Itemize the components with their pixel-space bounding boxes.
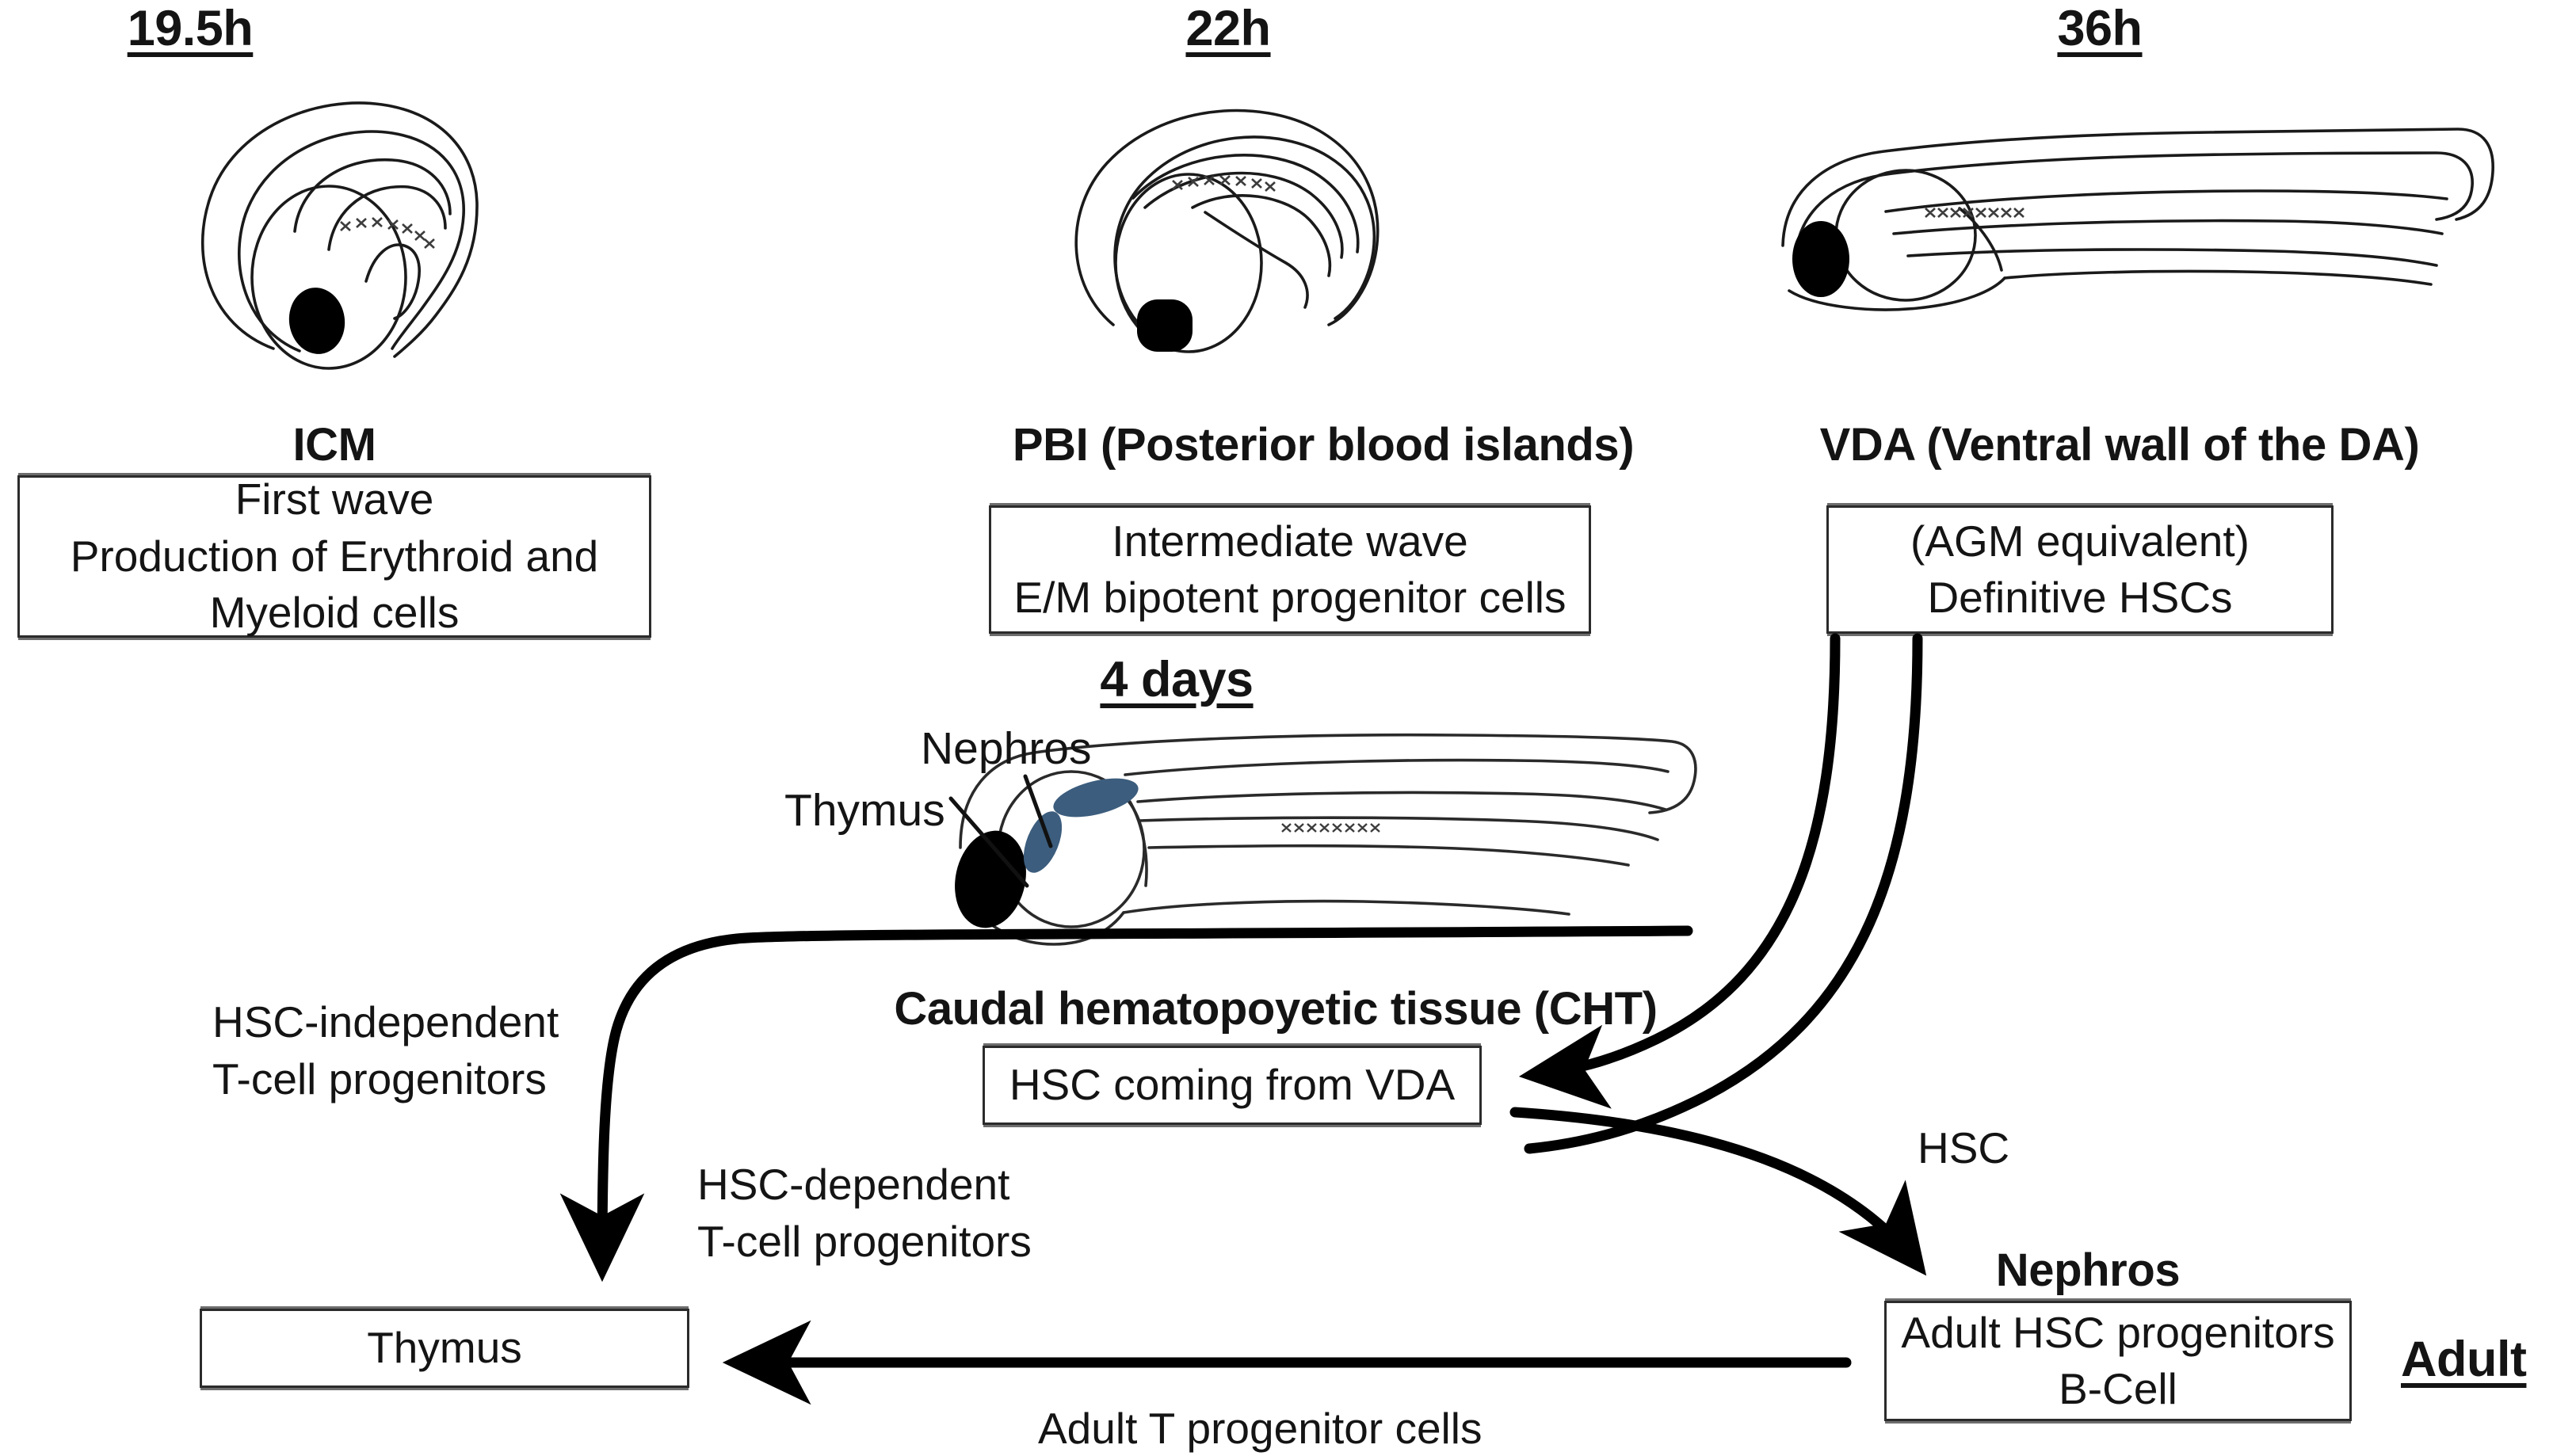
- callout-label-thymus: Thymus: [784, 785, 945, 836]
- yolk-marker: [1137, 299, 1193, 352]
- arrow-label-adult-t-progenitors: Adult T progenitor cells: [1038, 1404, 1483, 1453]
- thymus-box-line-1: Thymus: [367, 1323, 522, 1373]
- thymus-result-box: Thymus: [200, 1309, 689, 1388]
- icm-line-2: Production of Erythroid and: [70, 531, 599, 581]
- embryo-illustration-36h: [1781, 128, 2494, 311]
- hsc-independent-line-1: HSC-independent: [212, 997, 559, 1046]
- vda-line-2: Definitive HSCs: [1927, 573, 2233, 622]
- embryo-illustration-19-5h: [200, 101, 479, 370]
- hsc-independent-line-2: T-cell progenitors: [212, 1054, 547, 1103]
- stage-time-label-19-5h: 19.5h: [127, 1, 254, 56]
- region-title-nephros: Nephros: [1995, 1244, 2181, 1296]
- arrow-vda-to-cht-inner: [1524, 633, 1923, 1154]
- pbi-line-2: E/M bipotent progenitor cells: [1013, 573, 1567, 622]
- arrow-label-hsc-independent: HSC-independent T-cell progenitors: [212, 994, 559, 1107]
- thymus-organ-marker: [1023, 811, 1063, 873]
- region-title-vda: VDA (Ventral wall of the DA): [1819, 419, 2420, 471]
- region-title-pbi: PBI (Posterior blood islands): [1012, 419, 1635, 471]
- stage-time-label-22h: 22h: [1185, 1, 1271, 56]
- nephros-result-box: Adult HSC progenitors B-Cell: [1884, 1301, 2352, 1421]
- icm-info-box: First wave Production of Erythroid and M…: [17, 475, 651, 638]
- nephros-box-line-2: B-Cell: [2059, 1364, 2177, 1413]
- callout-label-nephros: Nephros: [921, 723, 1092, 774]
- vda-line-1: (AGM equivalent): [1910, 516, 2250, 566]
- nephros-box-line-1: Adult HSC progenitors: [1901, 1307, 2335, 1357]
- arrow-label-hsc-dependent: HSC-dependent T-cell progenitors: [697, 1157, 1032, 1270]
- callout-leader-lines: [948, 774, 1053, 888]
- yolk-marker: [955, 830, 1026, 928]
- nephros-leader-line: [1023, 774, 1053, 848]
- arrow-label-hsc: HSC: [1918, 1123, 2010, 1172]
- cht-info-box: HSC coming from VDA: [983, 1046, 1482, 1125]
- region-title-icm: ICM: [292, 419, 376, 471]
- yolk-marker: [1792, 221, 1849, 297]
- yolk-marker: [288, 288, 345, 354]
- icm-line-3: Myeloid cells: [209, 588, 460, 638]
- pbi-line-1: Intermediate wave: [1112, 516, 1468, 566]
- adult-stage-label: Adult: [2401, 1332, 2527, 1387]
- stage-time-label-4-days: 4 days: [1100, 652, 1254, 707]
- nephros-organ-marker: [1053, 778, 1139, 818]
- hsc-dependent-line-1: HSC-dependent: [697, 1160, 1010, 1209]
- thymus-leader-line: [948, 796, 1029, 888]
- pbi-info-box: Intermediate wave E/M bipotent progenito…: [989, 505, 1591, 634]
- vda-info-box: (AGM equivalent) Definitive HSCs: [1826, 505, 2334, 634]
- arrow-cht-to-nephros: [1509, 1107, 1927, 1276]
- hsc-dependent-line-2: T-cell progenitors: [697, 1216, 1032, 1266]
- embryo-illustration-22h: [1074, 109, 1380, 353]
- embryo-illustration-4days: [955, 733, 1697, 946]
- cht-line-1: HSC coming from VDA: [1009, 1060, 1456, 1110]
- arrow-cht-to-thymus: [559, 925, 1693, 1283]
- arrow-vda-to-cht-outer: [1518, 633, 1841, 1109]
- icm-line-1: First wave: [235, 475, 434, 524]
- stage-time-label-36h: 36h: [2057, 1, 2143, 56]
